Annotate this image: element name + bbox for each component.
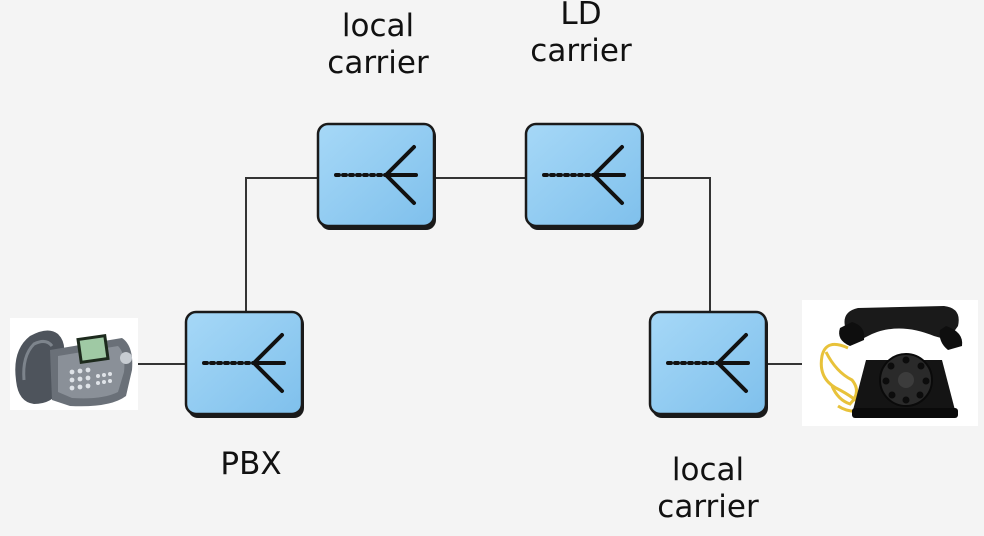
switch-node-ld-carrier xyxy=(524,122,644,230)
desk-phone-icon xyxy=(10,318,138,410)
label-ld-carrier-line2: carrier xyxy=(530,32,632,69)
switch-node-local-carrier-top xyxy=(316,122,436,230)
label-local-carrier-bottom-line1: local xyxy=(671,452,745,488)
switch-node-local-carrier-bottom xyxy=(648,310,768,418)
label-local-carrier-bottom-line2: carrier xyxy=(657,488,759,525)
link-ld-to-local-carrier xyxy=(643,177,711,312)
switch-symbol-icon xyxy=(202,333,286,393)
rotary-phone-icon xyxy=(802,300,978,426)
connection-lines xyxy=(138,177,806,365)
label-local-carrier-top-line1: local xyxy=(341,8,415,44)
label-ld-carrier-line1: LD xyxy=(560,0,602,32)
label-pbx: PBX xyxy=(196,446,306,483)
label-ld-carrier: LD carrier xyxy=(516,0,646,69)
link-pbx-to-local-carrier xyxy=(245,177,318,312)
label-local-carrier-top-line2: carrier xyxy=(327,44,429,81)
label-pbx-text: PBX xyxy=(220,446,282,482)
label-local-carrier-bottom: local carrier xyxy=(648,452,768,525)
switch-symbol-icon xyxy=(666,333,750,393)
switch-symbol-icon xyxy=(542,145,626,205)
label-local-carrier-top: local carrier xyxy=(318,8,438,81)
switch-node-pbx xyxy=(184,310,304,418)
switch-symbol-icon xyxy=(334,145,418,205)
